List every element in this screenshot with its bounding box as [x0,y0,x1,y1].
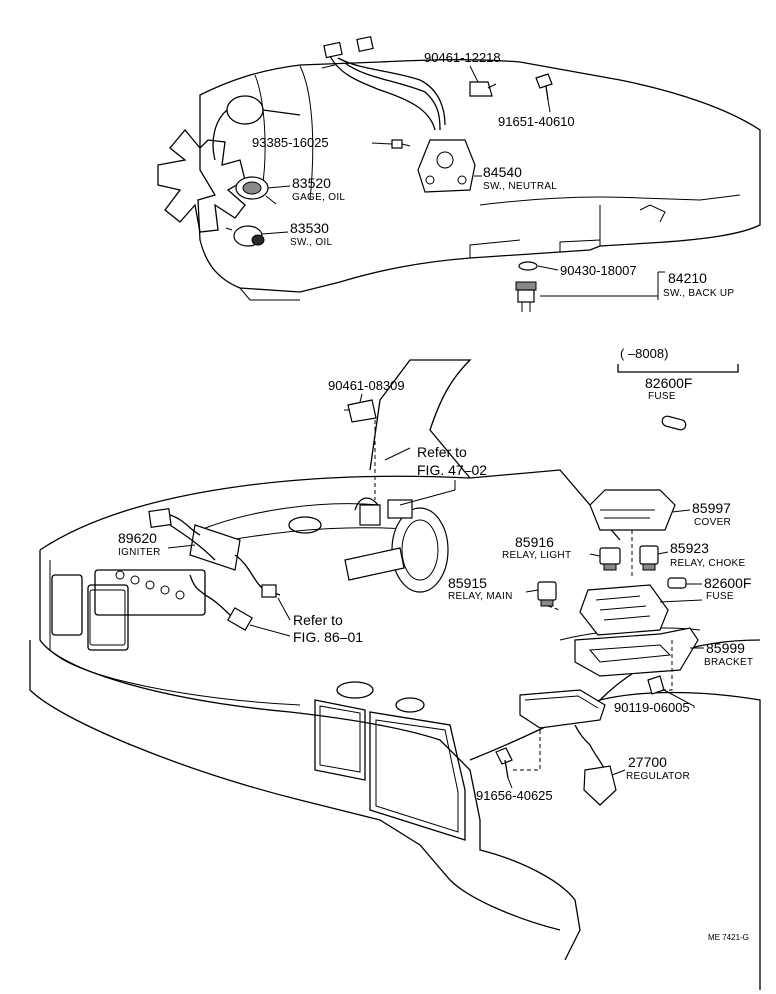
bolt-93385-part [391,139,411,149]
callout-83520: 83520 GAGE, OIL [267,175,345,203]
callout-91656-40625: 91656-40625 [476,777,553,803]
callout-90461-08309: 90461-08309 [328,378,405,403]
part-name: IGNITER [118,547,161,558]
reference-line1: Refer to [417,444,467,460]
callout-90461-12218: 90461-12218 [424,50,501,83]
callout-90119-06005: 90119-06005 [614,689,695,715]
part-name: COVER [694,517,731,528]
part-number: 91656-40625 [476,788,553,803]
callout-85999: 85999 BRACKET [690,640,753,668]
part-name: RELAY, CHOKE [670,558,746,569]
part-name: SW., NEUTRAL [483,181,557,192]
date-range-label: ( –8008) [620,346,668,361]
part-number: 93385-16025 [252,135,329,150]
neutral-switch-body [417,139,476,193]
igniter-assembly [148,508,281,631]
drawing-code: ME 7421-G [708,933,749,942]
callout-89620: 89620 IGNITER [118,530,196,558]
part-number: 83520 [292,175,331,191]
callout-85923: 85923 RELAY, CHOKE [657,540,746,569]
callout-90430-18007: 90430-18007 [537,263,637,278]
part-number: 89620 [118,530,157,546]
dashed-leader-main-relay [547,605,561,611]
part-number: 90461-08309 [328,378,405,393]
callout-82600F-top: 82600F FUSE [645,375,692,402]
callout-27700: 27700 REGULATOR [611,754,690,782]
part-name: FUSE [706,591,734,602]
part-number: 91651-40610 [498,114,575,129]
part-number: 85923 [670,540,709,556]
reference-line2: FIG. 86–01 [293,629,363,645]
part-number: 85997 [692,500,731,516]
dashed-leader-regulator [512,730,541,771]
bolt-91651-40610-part [535,73,553,101]
part-number: 27700 [628,754,667,770]
date-range-bracket: ( –8008) [617,346,739,373]
callout-83530: 83530 SW., OIL [261,220,333,248]
part-name: SW., OIL [290,237,333,248]
part-name: SW., BACK UP [663,288,734,299]
part-number: 90119-06005 [614,700,690,715]
callout-84540: 84540 SW., NEUTRAL [474,164,557,192]
oil-gage-sender [235,176,277,205]
clamp-90461-08309-part [344,399,377,423]
fuse-part-top [661,415,687,431]
part-number: 84540 [483,164,522,180]
transmission-assembly [157,59,761,301]
part-number: 85915 [448,575,487,591]
part-name: REGULATOR [626,771,690,782]
part-number: 90430-18007 [560,263,637,278]
reference-fig-86-01: Refer to FIG. 86–01 [249,597,363,645]
part-number: 82600F [645,375,692,391]
part-number: 84210 [668,270,707,286]
callout-84210: 84210 SW., BACK UP [540,270,734,300]
reference-fig-47-02: Refer to FIG. 47–02 [384,444,487,506]
reference-line2: FIG. 47–02 [417,462,487,478]
part-name: GAGE, OIL [292,192,345,203]
oil-switch [225,225,265,247]
clip-90461-12218-part [469,81,497,97]
part-name: FUSE [648,391,676,402]
callout-91651-40610: 91651-40610 [498,99,575,129]
part-number: 85916 [515,534,554,550]
callout-93385-16025: 93385-16025 [252,135,393,150]
relay-fuse-block [495,489,699,806]
part-number: 83530 [290,220,329,236]
voltage-regulator [519,689,606,729]
callout-85916: 85916 RELAY, LIGHT [502,534,601,561]
part-name: RELAY, MAIN [448,591,513,602]
part-name: RELAY, LIGHT [502,550,571,561]
relay-bracket [574,627,699,677]
reference-line1: Refer to [293,612,343,628]
vehicle-front-body [29,359,761,990]
part-number: 82600F [704,575,751,591]
neutral-switch-harness [321,35,476,193]
part-number: 85999 [706,640,745,656]
part-number: 90461-12218 [424,50,501,65]
fan-blades [157,128,246,233]
backup-switch-part [515,261,538,312]
part-name: BRACKET [704,657,753,668]
callout-85997: 85997 COVER [671,500,731,528]
callout-85915: 85915 RELAY, MAIN [448,575,539,602]
callout-82600F: 82600F FUSE [659,575,751,603]
